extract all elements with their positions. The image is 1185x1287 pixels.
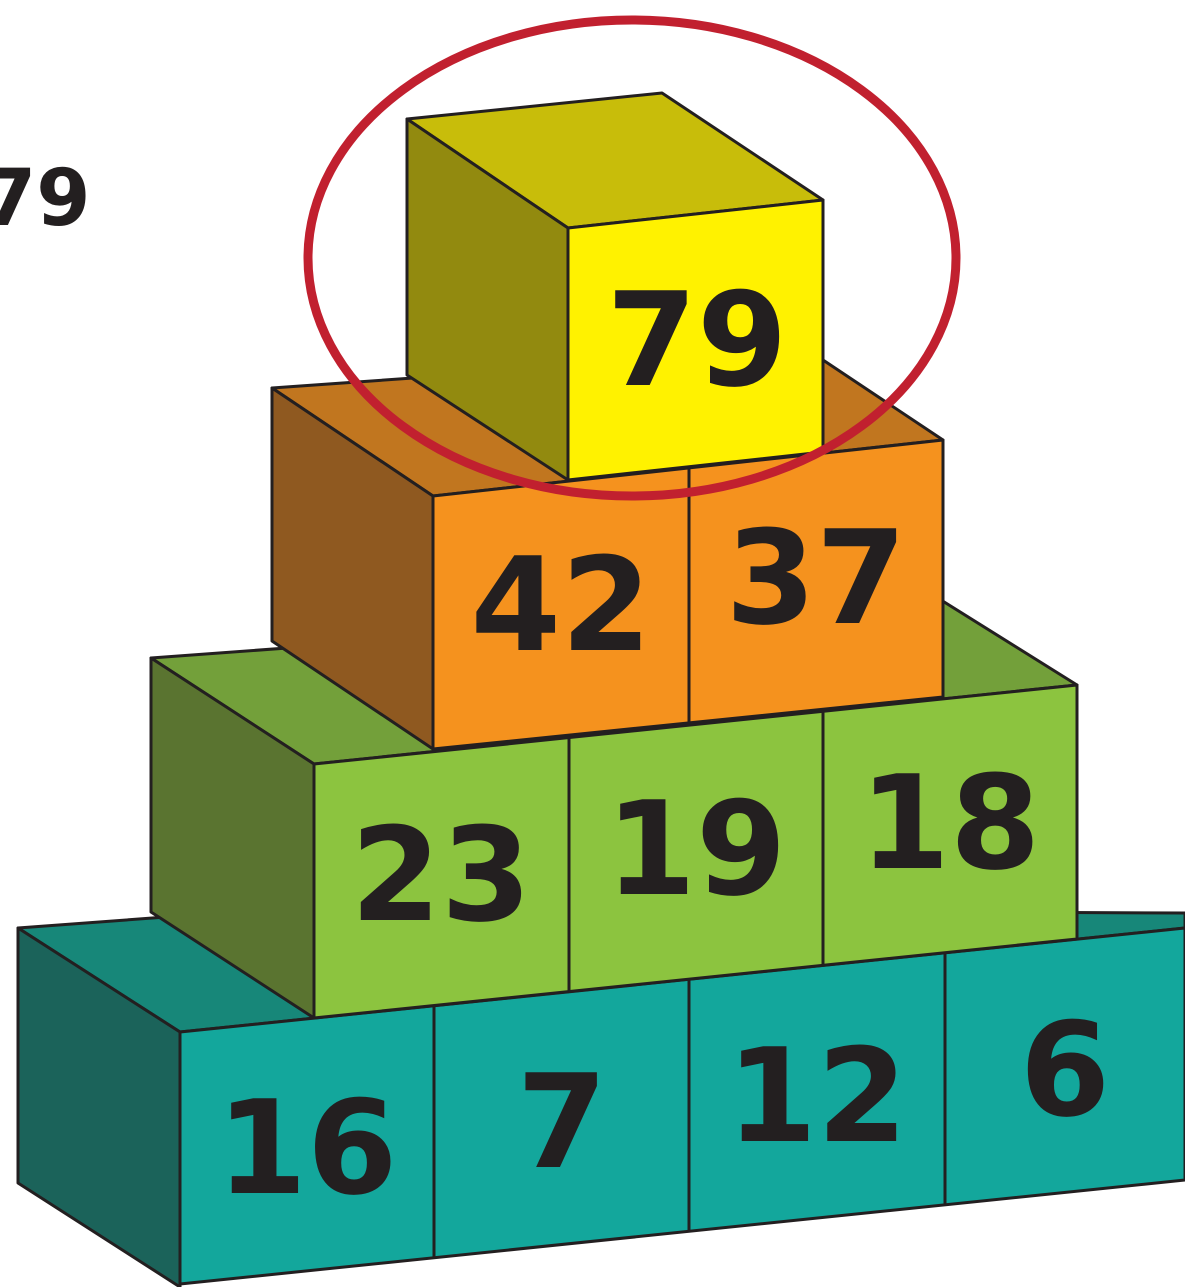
cell-number: 79	[607, 264, 788, 416]
cell-number: 42	[471, 529, 652, 681]
cell-number: 18	[860, 747, 1041, 899]
cell-number: 16	[217, 1072, 398, 1224]
cell-number: 12	[727, 1020, 908, 1172]
cell-number: 37	[726, 502, 907, 654]
cell-number: 7	[517, 1046, 607, 1198]
cell-number: 23	[351, 799, 532, 951]
cell-number: 6	[1020, 994, 1110, 1146]
cell-number: 19	[606, 773, 787, 925]
